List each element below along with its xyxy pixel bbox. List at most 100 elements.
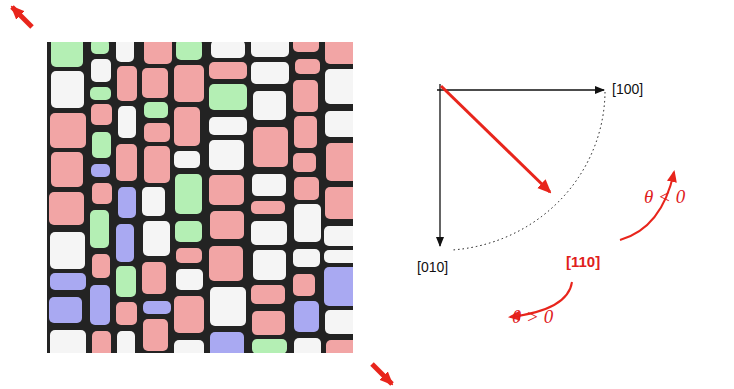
- domain-block: [176, 248, 202, 263]
- domain-block: [50, 113, 86, 148]
- domain-block: [91, 164, 110, 177]
- domain-block: [116, 42, 134, 62]
- domain-block: [174, 107, 200, 146]
- axis-arrow: [437, 89, 604, 90]
- domain-block: [92, 331, 111, 353]
- domain-block: [210, 332, 244, 353]
- domain-block: [209, 84, 247, 110]
- domain-block: [175, 174, 202, 214]
- domain-block: [293, 42, 319, 52]
- domain-block: [210, 211, 244, 239]
- domain-block: [325, 310, 353, 334]
- direction-arrow: [441, 86, 550, 192]
- domain-block: [325, 69, 353, 104]
- domain-block: [209, 117, 247, 135]
- domain-block: [174, 151, 200, 168]
- domain-block: [293, 274, 315, 296]
- domain-block: [174, 65, 204, 102]
- domain-block: [92, 254, 110, 278]
- domain-block: [91, 59, 111, 82]
- direction-label: [010]: [417, 259, 448, 275]
- domain-block: [211, 42, 245, 58]
- domain-block: [92, 183, 112, 204]
- domain-block: [210, 287, 246, 326]
- domain-block: [251, 201, 285, 214]
- domain-block: [252, 174, 286, 196]
- domain-block: [144, 102, 168, 118]
- domain-block: [91, 42, 109, 54]
- domain-block: [253, 250, 286, 280]
- domain-block: [294, 116, 317, 148]
- domain-block: [142, 262, 166, 294]
- domain-block: [90, 210, 109, 248]
- domain-block: [209, 140, 244, 170]
- domain-block: [49, 192, 84, 225]
- domain-block: [142, 187, 165, 216]
- domain-block: [90, 285, 110, 325]
- domain-block: [251, 221, 287, 245]
- pattern-ground: [47, 42, 353, 353]
- domain-block: [117, 331, 135, 353]
- domain-block: [50, 232, 85, 269]
- domain-block: [176, 42, 202, 60]
- domain-block: [50, 273, 86, 290]
- domain-block: [326, 143, 353, 181]
- domain-block: [51, 152, 83, 187]
- domain-pattern: [49, 42, 353, 353]
- domain-block: [325, 111, 353, 137]
- domain-block: [50, 330, 86, 353]
- domain-block: [92, 132, 111, 158]
- domain-block: [174, 296, 204, 333]
- domain-block: [253, 91, 286, 120]
- domain-block: [294, 177, 319, 200]
- domain-block: [294, 338, 321, 353]
- domain-block: [174, 340, 204, 353]
- domain-block: [253, 127, 288, 167]
- domain-block: [175, 221, 202, 242]
- domain-block: [294, 301, 319, 332]
- domain-block: [51, 42, 83, 67]
- domain-block: [117, 66, 137, 101]
- direction-label: [100]: [612, 81, 643, 97]
- domain-block: [209, 246, 243, 281]
- angle-label: θ < 0: [644, 186, 685, 208]
- strain-arrow: [12, 7, 32, 27]
- domain-block: [116, 224, 134, 262]
- domain-block: [252, 311, 285, 335]
- direction-label: [110]: [566, 253, 600, 270]
- domain-block: [251, 285, 285, 304]
- domain-block: [324, 250, 353, 263]
- domain-block: [294, 204, 321, 242]
- domain-block: [116, 302, 137, 325]
- domain-block: [325, 187, 353, 219]
- domain-block: [116, 266, 136, 297]
- axis-arrow: [439, 84, 440, 246]
- domain-block: [326, 340, 353, 353]
- domain-block: [116, 144, 137, 181]
- domain-block: [144, 123, 170, 142]
- domain-block: [49, 297, 82, 323]
- domain-block: [176, 269, 203, 290]
- domain-block: [293, 249, 320, 267]
- domain-block: [143, 221, 170, 256]
- domain-block: [293, 153, 316, 172]
- domain-block: [143, 319, 168, 351]
- domain-block: [118, 187, 136, 218]
- domain-block: [251, 62, 289, 84]
- domain-block: [325, 42, 353, 64]
- domain-block: [293, 80, 318, 112]
- domain-block: [51, 71, 84, 108]
- domain-block: [209, 62, 247, 79]
- strain-arrow: [372, 364, 392, 384]
- domain-block: [143, 301, 171, 314]
- angle-label: θ > 0: [512, 306, 553, 328]
- domain-block: [91, 104, 112, 125]
- domain-block: [252, 339, 287, 353]
- domain-block: [324, 226, 353, 246]
- domain-block: [251, 42, 289, 57]
- domain-block: [144, 42, 172, 64]
- domain-block: [90, 87, 111, 100]
- domain-block: [324, 267, 353, 306]
- domain-block: [295, 59, 320, 74]
